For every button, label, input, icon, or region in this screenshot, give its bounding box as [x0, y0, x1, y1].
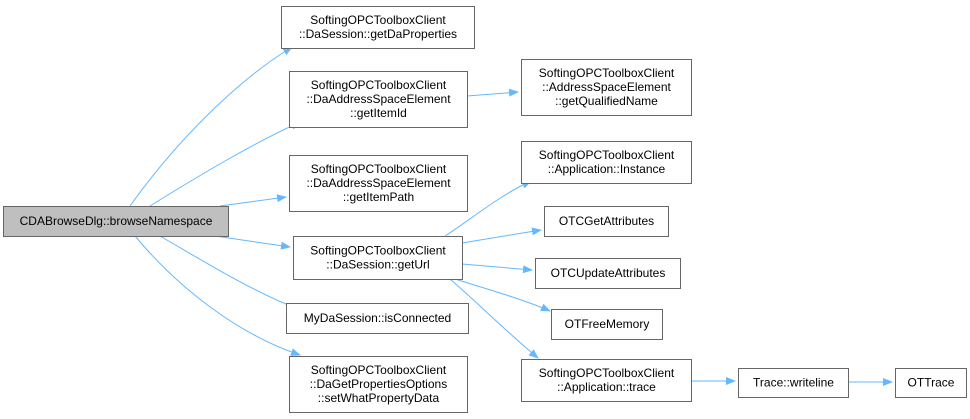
node-label-line: ::DaAddressSpaceElement — [306, 92, 451, 106]
node-instance[interactable]: SoftingOPCToolboxClient::Application::In… — [521, 141, 692, 184]
node-label-line: ::Application::trace — [557, 380, 656, 394]
node-label-line: SoftingOPCToolboxClient — [311, 162, 447, 176]
node-label-line: ::Application::Instance — [548, 162, 666, 176]
node-label-line: SoftingOPCToolboxClient — [539, 366, 675, 380]
node-getitemid[interactable]: SoftingOPCToolboxClient::DaAddressSpaceE… — [289, 71, 468, 128]
node-box — [895, 368, 967, 398]
node-isconnected[interactable]: MyDaSession::isConnected — [286, 303, 469, 334]
node-label-line: OTTrace — [908, 376, 955, 390]
edge-root-to-getitempath — [219, 194, 287, 207]
edge-root-to-getitemid — [149, 121, 301, 207]
node-label-line: ::getQualifiedName — [555, 94, 658, 108]
node-box — [535, 258, 681, 289]
node-label-line: ::setWhatPropertyData — [318, 391, 440, 405]
node-box — [521, 59, 692, 116]
node-box — [293, 236, 463, 280]
edge-geturl-to-otcupdateattributes — [461, 263, 533, 274]
node-label-line: SoftingOPCToolboxClient — [539, 148, 675, 162]
node-ottrace[interactable]: OTTrace — [895, 368, 967, 398]
node-label-line: OTCGetAttributes — [559, 214, 654, 228]
node-label-line: MyDaSession::isConnected — [304, 311, 451, 325]
node-box — [281, 6, 475, 49]
node-root[interactable]: CDABrowseDlg::browseNamespace — [3, 206, 229, 237]
edge-geturl-to-instance — [444, 180, 532, 237]
node-label-line: CDABrowseDlg::browseNamespace — [20, 214, 213, 228]
node-box — [551, 309, 663, 340]
node-label-line: ::getItemId — [350, 106, 407, 120]
node-box — [521, 141, 692, 184]
node-box — [286, 303, 469, 334]
edge-root-to-setwhatpropertydata — [134, 235, 301, 356]
node-label-line: SoftingOPCToolboxClient — [311, 78, 447, 92]
node-label-line: OTFreeMemory — [565, 317, 650, 331]
node-box — [289, 71, 468, 128]
node-label-line: ::DaSession::getDaProperties — [299, 27, 457, 41]
node-box — [3, 206, 229, 237]
node-box — [289, 155, 468, 212]
edge-getitemid-to-getqualifiedname — [466, 88, 519, 97]
node-label-line: ::AddressSpaceElement — [542, 80, 671, 94]
node-label-line: SoftingOPCToolboxClient — [539, 66, 675, 80]
node-writeline[interactable]: Trace::writeline — [738, 368, 849, 398]
node-label-line: SoftingOPCToolboxClient — [310, 13, 446, 27]
node-label-line: SoftingOPCToolboxClient — [311, 363, 447, 377]
edge-root-to-isconnected — [159, 235, 301, 311]
node-geturl[interactable]: SoftingOPCToolboxClient::DaSession::getU… — [293, 236, 463, 280]
edge-root-to-geturl — [214, 235, 291, 250]
node-label-line: ::DaAddressSpaceElement — [306, 176, 451, 190]
node-otcupdateattributes[interactable]: OTCUpdateAttributes — [535, 258, 681, 289]
edge-geturl-to-apptrace — [449, 278, 539, 359]
node-otcgetattributes[interactable]: OTCGetAttributes — [544, 206, 669, 237]
node-label-line: OTCUpdateAttributes — [551, 266, 666, 280]
node-label-line: ::DaGetPropertiesOptions — [310, 377, 447, 391]
node-label-line: Trace::writeline — [753, 376, 834, 390]
node-setwhatpropertydata[interactable]: SoftingOPCToolboxClient::DaGetProperties… — [289, 356, 468, 413]
edge-root-to-getdaproperties — [129, 46, 293, 207]
node-getqualifiedname[interactable]: SoftingOPCToolboxClient::AddressSpaceEle… — [521, 59, 692, 116]
node-label-line: ::DaSession::getUrl — [326, 258, 429, 272]
node-label-line: ::getItemPath — [343, 190, 414, 204]
node-getitempath[interactable]: SoftingOPCToolboxClient::DaAddressSpaceE… — [289, 155, 468, 212]
node-box — [738, 368, 849, 398]
node-otfreememory[interactable]: OTFreeMemory — [551, 309, 663, 340]
node-box — [544, 206, 669, 237]
node-box — [521, 359, 692, 402]
edge-geturl-to-otfreememory — [454, 278, 551, 312]
node-getdaproperties[interactable]: SoftingOPCToolboxClient::DaSession::getD… — [281, 6, 475, 49]
node-label-line: SoftingOPCToolboxClient — [310, 244, 446, 258]
node-box — [289, 356, 468, 413]
edge-geturl-to-otcgetattributes — [461, 227, 542, 244]
node-apptrace[interactable]: SoftingOPCToolboxClient::Application::tr… — [521, 359, 692, 402]
